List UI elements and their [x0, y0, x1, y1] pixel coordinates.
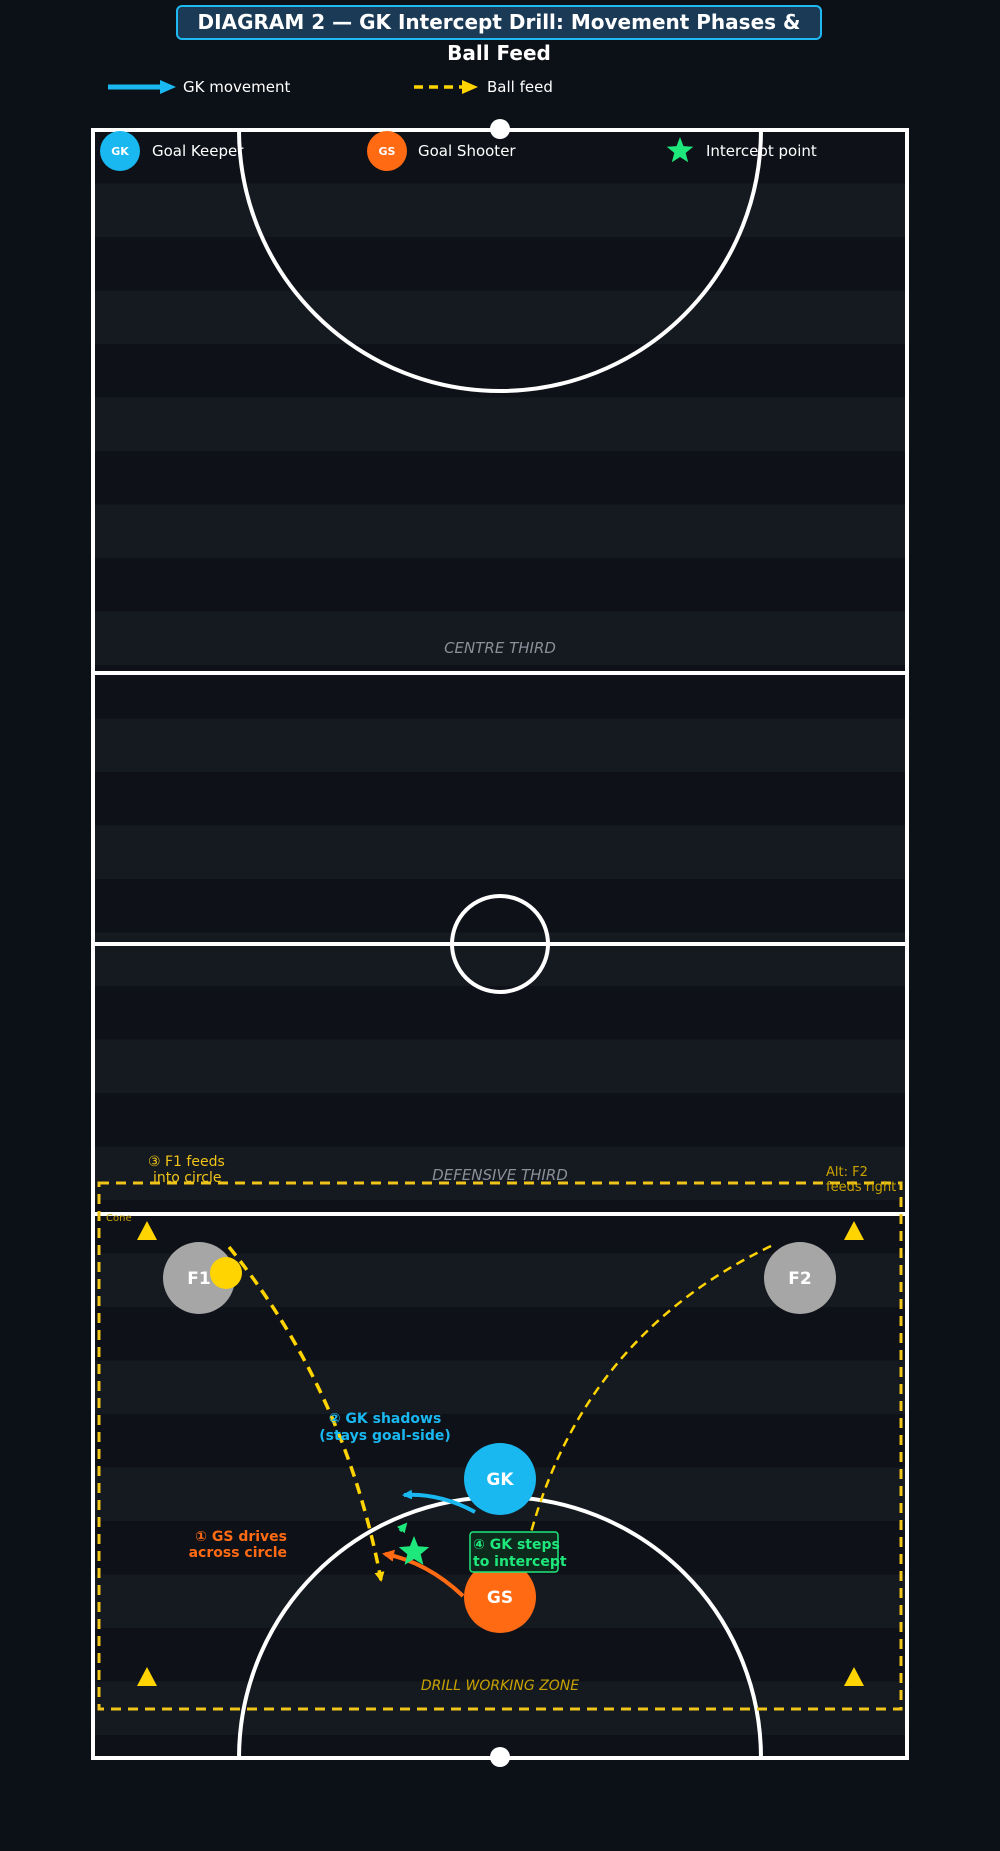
alt-line2: feeds right	[826, 1180, 896, 1195]
bottom-goal-post	[490, 1747, 510, 1767]
court-stripe	[93, 879, 907, 933]
drill-zone-label: DRILL WORKING ZONE	[421, 1678, 579, 1694]
cone-icon	[137, 1667, 157, 1686]
legend-gk-label: Goal Keeper	[152, 142, 244, 160]
court-stripe	[93, 986, 907, 1040]
star-icon	[666, 137, 694, 163]
legend-ball-feed-label: Ball feed	[487, 78, 553, 96]
gs-label: GS	[487, 1588, 513, 1608]
court-stripe	[93, 611, 907, 665]
court-stripe	[93, 504, 907, 558]
player-gs: GS	[464, 1561, 536, 1633]
legend-gk-movement: GK movement	[108, 78, 290, 96]
intercept-point-star-icon	[398, 1536, 430, 1565]
gk-legend-marker	[100, 131, 140, 171]
centre-third-label: CENTRE THIRD	[444, 639, 556, 657]
legend-ball-feed: Ball feed	[414, 78, 553, 96]
court-stripe	[93, 718, 907, 772]
court-stripe	[93, 1628, 907, 1682]
cone-icon	[844, 1221, 864, 1240]
step1-line1: ① GS drives	[195, 1529, 287, 1545]
annotation-alt-feed: Alt: F2 feeds right	[826, 1165, 896, 1195]
court-stripes	[93, 130, 907, 1758]
step2-line1: ② GK shadows	[329, 1411, 442, 1427]
arrow-right-icon	[160, 80, 176, 94]
court-stripe	[93, 344, 907, 398]
court-stripe	[93, 1146, 907, 1200]
gk-legend-marker-text: GK	[111, 145, 129, 158]
f1-ball-feed-path	[227, 1245, 385, 1582]
centre-circle	[450, 894, 550, 994]
court-stripe	[93, 183, 907, 237]
top-goal-post	[490, 119, 510, 139]
gs-drive-arrow	[382, 1549, 465, 1598]
legend-goal-keeper: GK Goal Keeper	[100, 131, 244, 171]
gs-legend-marker	[367, 131, 407, 171]
court-stripe	[93, 1681, 907, 1735]
annotation-step-3: ③ F1 feeds into circle	[148, 1154, 225, 1186]
court-stripe	[93, 1735, 907, 1758]
step4-line2: to intercept	[473, 1554, 567, 1570]
legend-gs-label: Goal Shooter	[418, 142, 516, 160]
annotation-step-1: ① GS drives across circle	[189, 1529, 287, 1561]
court-stripe	[93, 772, 907, 826]
diagram-title: DIAGRAM 2 — GK Intercept Drill: Movement…	[176, 5, 822, 65]
annotation-step-4: ④ GK steps to intercept	[469, 1531, 567, 1573]
court-stripe	[93, 397, 907, 451]
gk-label: GK	[486, 1470, 514, 1490]
alt-line1: Alt: F2	[826, 1165, 868, 1180]
step1-line2: across circle	[189, 1545, 287, 1561]
step4-line1: ④ GK steps	[473, 1537, 560, 1553]
court-stripe	[93, 1360, 907, 1414]
legend-gk-movement-label: GK movement	[183, 78, 290, 96]
gs-legend-marker-text: GS	[379, 145, 396, 158]
gk-shadow-movement-arrow	[402, 1489, 476, 1514]
defensive-third-label: DEFENSIVE THIRD	[432, 1166, 568, 1184]
step2-line2: (stays goal-side)	[319, 1428, 451, 1444]
court-stripe	[93, 1200, 907, 1254]
court-stripe	[93, 932, 907, 986]
feeder-f1: F1	[163, 1242, 242, 1314]
f2-label: F2	[788, 1269, 811, 1289]
annotation-step-2: ② GK shadows (stays goal-side)	[319, 1411, 451, 1444]
court-stripe	[93, 290, 907, 344]
f1-label: F1	[187, 1269, 210, 1289]
legend-intercept-point: Intercept point	[666, 137, 817, 163]
court-stripe	[93, 237, 907, 291]
cone-icon	[844, 1667, 864, 1686]
step3-line1: ③ F1 feeds	[148, 1154, 225, 1170]
court-stripe	[93, 825, 907, 879]
court-stripe	[93, 558, 907, 612]
player-gk: GK	[464, 1443, 536, 1515]
step3-line2: into circle	[153, 1170, 222, 1186]
ball-icon	[210, 1257, 242, 1289]
drill-working-zone	[97, 1181, 903, 1711]
top-shooting-circle	[237, 129, 763, 393]
feeder-f2: F2	[764, 1242, 836, 1314]
court-stripe	[93, 1307, 907, 1361]
court-stripe	[93, 451, 907, 505]
legend-intercept-label: Intercept point	[706, 142, 817, 160]
arrow-right-icon	[462, 80, 478, 94]
court-stripe	[93, 1039, 907, 1093]
cone-label: Cone	[106, 1213, 132, 1224]
court-stripe	[93, 1093, 907, 1147]
legend-goal-shooter: GS Goal Shooter	[367, 131, 516, 171]
f2-alt-ball-feed-path	[521, 1244, 772, 1558]
gk-intercept-step-arrow	[396, 1522, 408, 1534]
step4-box	[469, 1531, 559, 1573]
cone-icon	[137, 1221, 157, 1240]
